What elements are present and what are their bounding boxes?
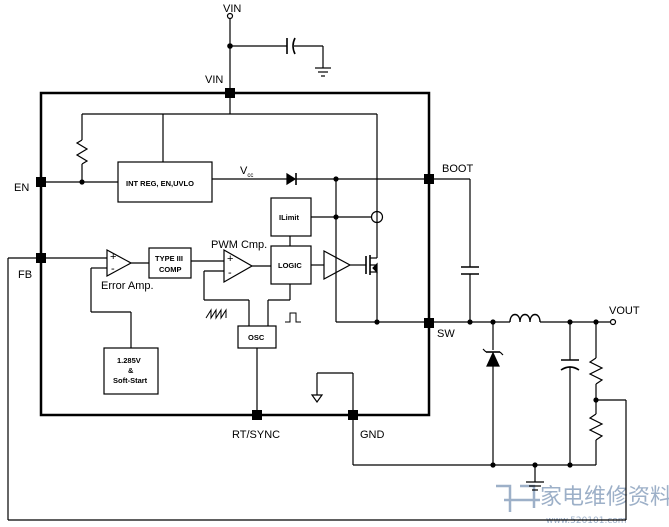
vout-label: VOUT: [609, 305, 640, 317]
pwm-comparator-icon: [223, 248, 254, 284]
ref-line3: Soft-Start: [113, 376, 148, 385]
fb-label: FB: [18, 269, 32, 281]
pin-sw: [424, 318, 434, 328]
error-amp-label: Error Amp.: [101, 280, 154, 292]
catch-diode-icon: [482, 322, 504, 465]
logic-label: LOGIC: [278, 261, 302, 270]
rt-sync-label: RT/SYNC: [232, 429, 280, 441]
pin-rt-sync: [252, 410, 262, 420]
output-capacitor-icon: [560, 322, 580, 465]
ground-icon: [526, 465, 544, 491]
clock-pulse-icon: [285, 312, 301, 323]
pwm-minus: -: [228, 267, 232, 279]
pwm-plus: +: [227, 253, 233, 265]
watermark-text: 家电维修资料网: [540, 485, 669, 510]
int-reg-block: [117, 161, 213, 203]
internal-ground-icon: [310, 372, 354, 410]
en-label: EN: [14, 182, 29, 194]
output-inductor-icon: [509, 313, 541, 323]
pin-vin: [225, 88, 235, 98]
reference-softstart-block: [103, 347, 159, 395]
gnd-label: GND: [360, 429, 385, 441]
type3-line1: TYPE III: [155, 254, 183, 263]
sw-label: SW: [437, 328, 455, 340]
internal-vin-bus: [75, 98, 378, 212]
vin-input-net: [226, 12, 331, 93]
vin-top-label: VIN: [223, 3, 241, 15]
pin-boot: [424, 174, 434, 184]
pwm-cmp-label: PWM Cmp.: [211, 239, 267, 251]
error-amp-minus: -: [111, 263, 115, 275]
ref-line2: &: [128, 366, 134, 375]
ilimit-label: ILimit: [279, 213, 300, 222]
pin-fb: [36, 253, 46, 263]
type3-line2: COMP: [159, 265, 182, 274]
error-amp-plus: +: [110, 251, 116, 263]
chip-outline: [39, 91, 431, 417]
boot-label: BOOT: [442, 163, 473, 175]
osc-label: OSC: [248, 333, 265, 342]
pin-gnd: [348, 410, 358, 420]
watermark: 家电维修资料网 www.520101.com: [496, 484, 669, 526]
boot-diode-icon: [286, 172, 297, 186]
sawtooth-waveform-icon: [205, 308, 227, 320]
driver-buffer-icon: [323, 249, 352, 281]
high-side-mosfet-icon: [365, 255, 378, 322]
fb-return-wire: [7, 257, 626, 521]
boot-capacitor-icon: [434, 178, 479, 322]
pin-en: [36, 177, 46, 187]
watermark-url: www.520101.com: [546, 516, 627, 526]
pin-pads: [36, 88, 434, 420]
feedback-divider-icon: [588, 322, 627, 520]
vcc-label: Vcc: [240, 165, 253, 179]
ref-line1: 1.285V: [117, 356, 141, 365]
vin-chip-label: VIN: [205, 74, 223, 86]
error-amp-icon: [106, 248, 133, 278]
int-reg-label: INT REG, EN,UVLO: [126, 179, 194, 188]
